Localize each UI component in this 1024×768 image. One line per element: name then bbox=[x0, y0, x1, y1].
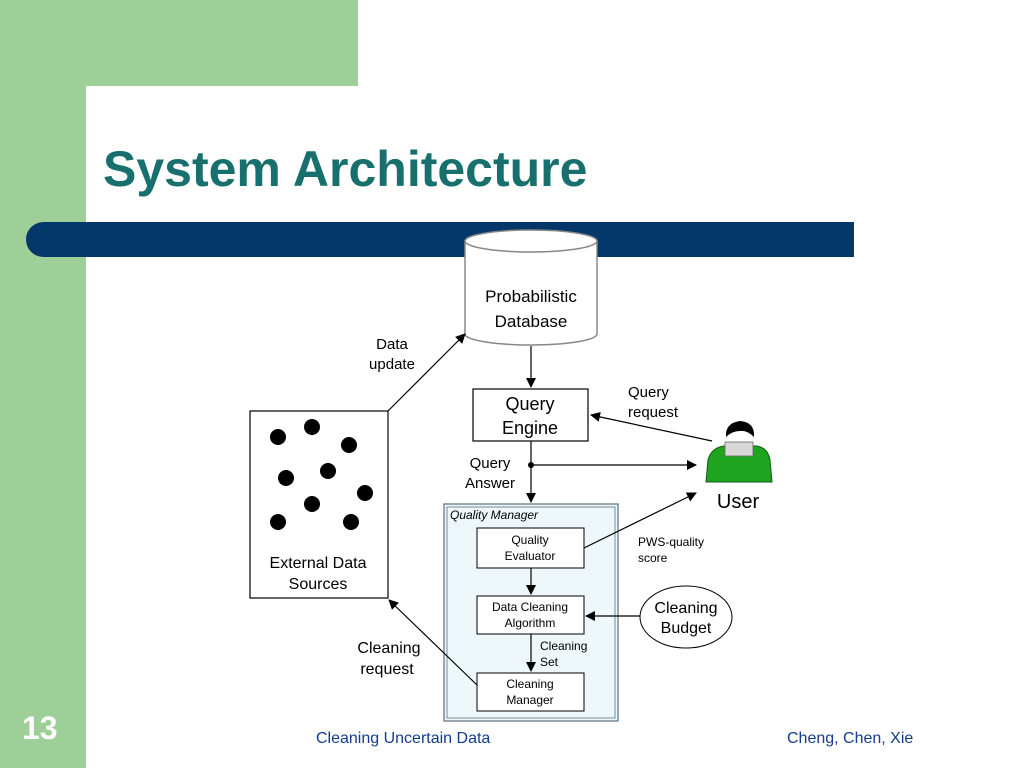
external-data-sources: External Data Sources bbox=[249, 410, 389, 599]
cleaning-budget-line2: Budget bbox=[661, 620, 712, 637]
footer-authors: Cheng, Chen, Xie bbox=[787, 730, 914, 747]
query-engine-line1: Query bbox=[505, 394, 554, 414]
footer-title: Cleaning Uncertain Data bbox=[316, 730, 491, 747]
query-request-label-line2: request bbox=[628, 404, 679, 421]
quality-manager-label: Quality Manager bbox=[450, 508, 539, 522]
cleaning-request-arrow bbox=[388, 599, 478, 686]
query-request-label-line1: Query bbox=[628, 384, 669, 401]
database-label-line1: Probabilistic bbox=[485, 287, 577, 306]
pws-score-label-line1: PWS-quality bbox=[638, 535, 704, 549]
quality-evaluator-line1: Quality bbox=[511, 533, 548, 547]
data-update-label-line1: Data bbox=[376, 336, 408, 353]
data-update-label-line2: update bbox=[369, 356, 415, 373]
user-label: User bbox=[717, 491, 760, 513]
external-sources-line2: Sources bbox=[289, 576, 348, 593]
quality-manager: Quality Manager Quality Evaluator Data C… bbox=[443, 503, 619, 722]
quality-evaluator-line2: Evaluator bbox=[505, 549, 556, 563]
query-answer-label-line1: Query bbox=[470, 455, 511, 472]
cleaning-manager-line2: Manager bbox=[506, 693, 553, 707]
query-engine: Query Engine bbox=[472, 388, 589, 442]
title-underline-bar bbox=[26, 222, 854, 257]
data-cleaning-algorithm-line2: Algorithm bbox=[505, 616, 556, 630]
cleaning-budget: Cleaning Budget bbox=[639, 585, 733, 649]
cleaning-budget-line1: Cleaning bbox=[654, 600, 717, 617]
external-sources-line1: External Data bbox=[270, 555, 367, 572]
green-header-block bbox=[0, 0, 358, 86]
green-side-strip bbox=[0, 86, 86, 768]
slide-title: System Architecture bbox=[103, 141, 588, 197]
cleaning-manager-line1: Cleaning bbox=[506, 677, 553, 691]
pws-score-label-line2: score bbox=[638, 551, 668, 565]
cleaning-request-label-line1: Cleaning bbox=[357, 640, 420, 657]
query-answer-label-line2: Answer bbox=[465, 475, 515, 492]
data-cleaning-algorithm-line1: Data Cleaning bbox=[492, 600, 568, 614]
cleaning-request-label-line2: request bbox=[360, 661, 414, 678]
slide-number: 13 bbox=[22, 710, 58, 746]
cleaning-set-label-line2: Set bbox=[540, 655, 559, 669]
cleaning-set-label-line1: Cleaning bbox=[540, 639, 587, 653]
data-update-arrow bbox=[387, 333, 466, 412]
user-icon: User bbox=[705, 421, 773, 513]
pws-score-arrow bbox=[583, 492, 697, 549]
query-engine-line2: Engine bbox=[502, 418, 558, 438]
query-request-arrow bbox=[590, 412, 713, 442]
probabilistic-database: Probabilistic Database bbox=[464, 229, 598, 346]
database-label-line2: Database bbox=[495, 312, 568, 331]
